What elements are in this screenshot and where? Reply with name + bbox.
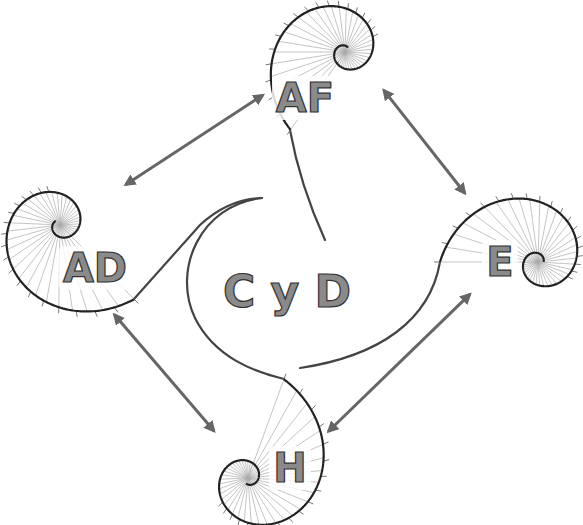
double-arrow (114, 315, 214, 432)
chamber-line (523, 262, 538, 270)
chamber-line (60, 225, 71, 236)
chamber-line (228, 478, 248, 510)
chamber-line (345, 44, 373, 52)
node-label: C y D (219, 268, 355, 316)
chamber-line (248, 462, 250, 478)
chamber-line (248, 463, 253, 478)
edge-tick (134, 299, 138, 303)
chamber-line (345, 34, 372, 52)
chamber-line (60, 224, 80, 225)
edge-tick (287, 130, 290, 135)
chamber-line (229, 465, 248, 478)
chamber-line (523, 262, 538, 265)
chamber-line (239, 461, 248, 478)
chamber-line (60, 213, 80, 225)
chamber-line (220, 478, 248, 479)
chamber-line (345, 52, 346, 69)
chamber-line (339, 52, 345, 66)
chamber-line (52, 192, 60, 225)
chamber-line (40, 193, 60, 225)
node-label: AD (59, 246, 131, 290)
chamber-line (538, 262, 544, 286)
chamber-line (345, 24, 367, 52)
chamber-line (219, 478, 248, 484)
chamber-line (528, 262, 538, 278)
chamber-line (345, 52, 365, 64)
spiral-node: AF (268, 6, 380, 132)
chamber-line (345, 52, 352, 69)
node-label: H (269, 446, 310, 490)
chamber-line (523, 262, 538, 268)
chamber-line (345, 52, 349, 69)
spiral-outline (440, 199, 577, 287)
chamber-line (538, 262, 548, 286)
double-arrow (126, 95, 263, 185)
chamber-line (345, 39, 373, 52)
chamber-line (538, 262, 565, 278)
chamber-line (60, 225, 74, 234)
chamber-line (60, 225, 76, 232)
node-label: E (482, 240, 517, 284)
chamber-line (242, 460, 248, 478)
chamber-line (538, 262, 552, 285)
chamber-line (60, 202, 74, 225)
chamber-line (345, 49, 373, 52)
chamber-line (46, 192, 60, 225)
chamber-line (538, 262, 540, 286)
spiral-outline (271, 6, 374, 130)
spiral-outline (219, 379, 324, 524)
node-label: AF (272, 76, 338, 120)
spiral-tail (290, 130, 325, 240)
spiral-node: AD (6, 188, 151, 310)
spiral-outline (7, 192, 135, 312)
center-node: C y D (205, 262, 365, 322)
spiral-node: E (436, 198, 578, 290)
chamber-line (219, 478, 248, 489)
chamber-line (60, 220, 80, 225)
chamber-line (245, 460, 248, 478)
chamber-line (220, 478, 248, 494)
chamber-line (538, 262, 561, 281)
chamber-line (222, 478, 248, 499)
chamber-line (337, 52, 345, 64)
chamber-line (57, 193, 60, 225)
chamber-line (60, 217, 80, 225)
chamber-line (232, 478, 248, 514)
chamber-line (345, 52, 355, 69)
double-arrow (384, 90, 465, 193)
edge-tick (284, 374, 286, 380)
chamber-line (523, 262, 538, 264)
spiral-node: H (218, 376, 324, 518)
chamber-line (235, 461, 248, 478)
